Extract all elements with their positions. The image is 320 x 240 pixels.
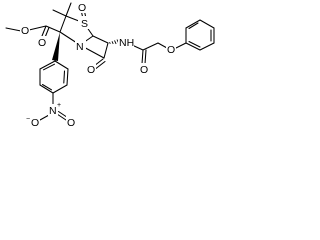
bond-ph-inner-1 — [188, 40, 201, 48]
bond-ar-4 — [39, 84, 54, 94]
atom-nitro-oxygen-right: O — [67, 117, 75, 129]
bond-ar-6 — [39, 60, 56, 70]
bond-c2-c3 — [59, 15, 67, 33]
bond-c7-o-b — [95, 60, 106, 70]
bond-ar-2 — [66, 68, 69, 86]
atom-lactam-oxygen: O — [87, 64, 95, 76]
atom-amide-oxygen: O — [140, 64, 148, 76]
bond-ester-c-omethyl — [28, 25, 47, 31]
atom-ether-oxygen: O — [167, 44, 175, 56]
bond-o-phenyl — [175, 42, 187, 49]
bond-ar-inner-2 — [41, 83, 53, 91]
bond-ester-c-o-a — [41, 25, 47, 37]
bond-nitro-o-right-a — [56, 113, 67, 121]
nitro-minus-charge: − — [26, 116, 30, 123]
bond-o-methyl — [5, 27, 22, 32]
bond-c3-ester-c — [45, 25, 61, 33]
atom-nitro-nitrogen: N — [49, 105, 57, 117]
chemical-structure: S O N O O O NH O O N + O − O — [5, 1, 215, 129]
wedge-c3-phenyl — [52, 32, 60, 61]
bond-methyl-2 — [65, 2, 72, 17]
atom-ester-carbonyl-oxygen: O — [38, 37, 46, 49]
bond-ph-1 — [185, 42, 201, 51]
bond-ar-inner-3 — [42, 63, 56, 71]
atom-labels: S O N O O O NH O O N + O − O — [20, 1, 176, 129]
bond-ph-2 — [199, 42, 215, 51]
bond-ph-4 — [199, 19, 215, 29]
atom-ester-methoxy-oxygen: O — [21, 25, 29, 37]
hash-c6-nh — [109, 39, 120, 45]
atom-amide-nh: NH — [119, 37, 134, 49]
atom-nitro-oxygen-left: O — [31, 117, 39, 129]
bond-c6-c7 — [103, 42, 109, 59]
atom-sulfur: S — [81, 18, 88, 30]
bond-amide-c-o-b — [144, 49, 147, 65]
bond-methyl-1 — [52, 9, 67, 17]
bond-nitro-o-left — [39, 114, 50, 121]
bond-c5-c6 — [92, 35, 109, 44]
atom-sulfoxide-oxygen: O — [78, 2, 86, 14]
bond-ester-c-o-b — [44, 26, 50, 39]
bond-ar-inner-1 — [63, 70, 66, 84]
bond-ar-3 — [52, 84, 68, 94]
bond-ch2-o — [157, 42, 168, 49]
nitro-plus-charge: + — [57, 102, 61, 109]
bond-ph-inner-3 — [188, 22, 199, 30]
bonds — [5, 2, 215, 121]
atom-ring-nitrogen: N — [76, 41, 84, 53]
bond-ph-5 — [185, 19, 201, 29]
bond-amide-c-ch2 — [142, 42, 159, 51]
bond-ar-1 — [54, 60, 69, 70]
bond-amide-c-o-a — [141, 49, 144, 65]
